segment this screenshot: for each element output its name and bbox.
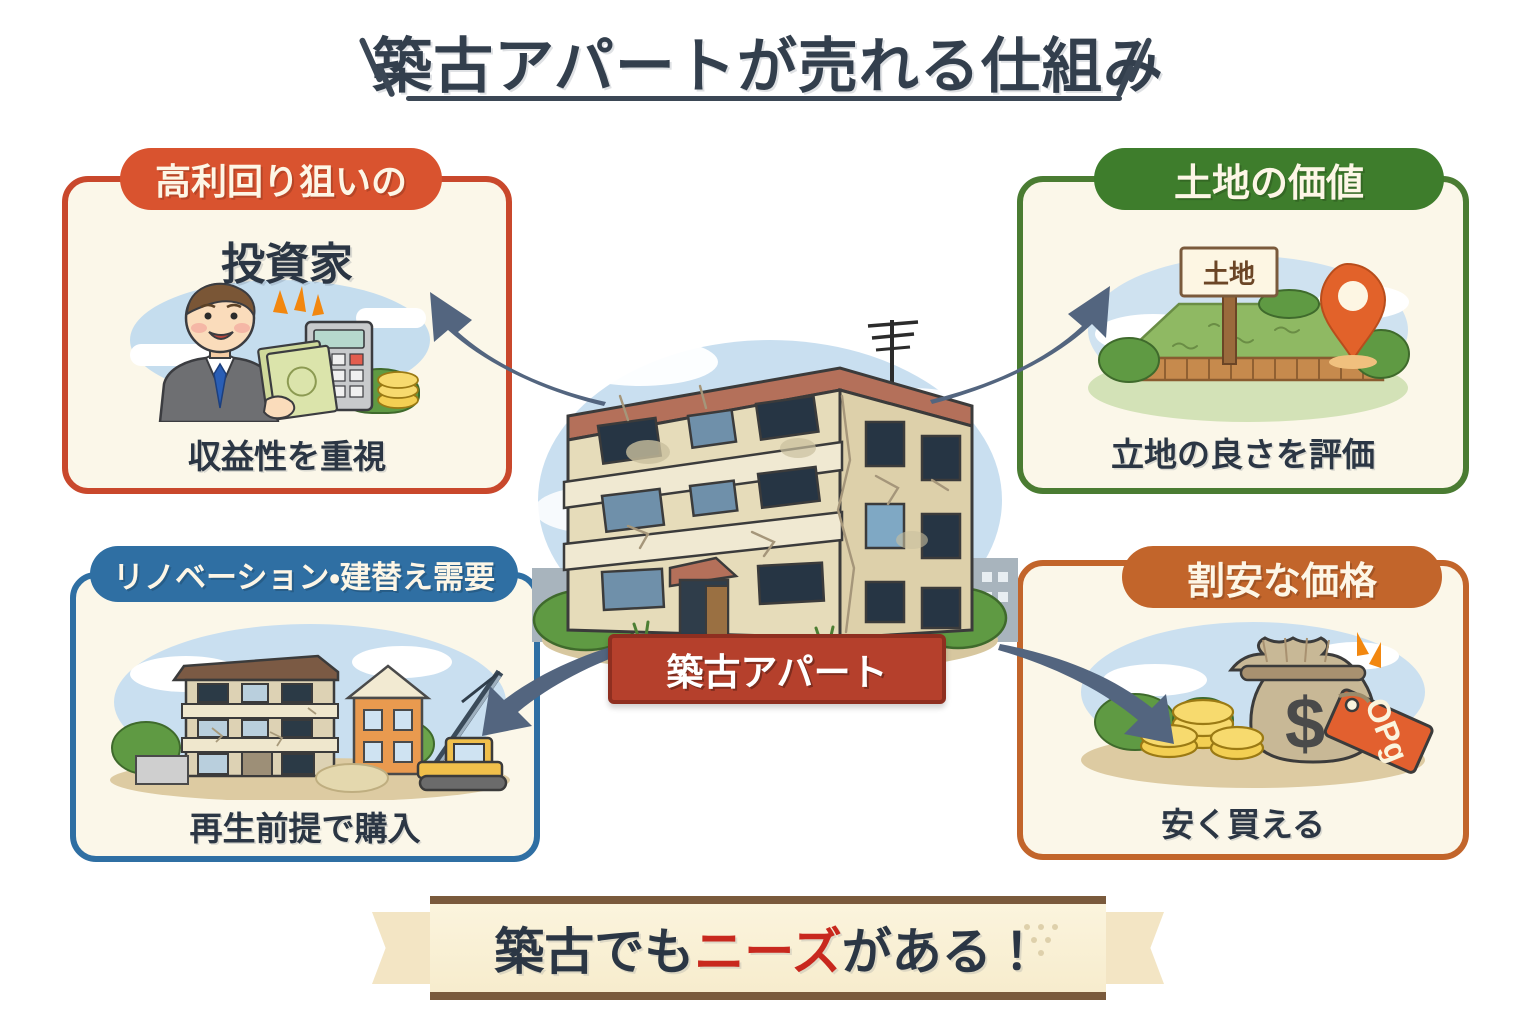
investor-illustration [110, 272, 450, 422]
card-renovation-rebuild[interactable]: 再生前提で購入 [70, 572, 540, 862]
title-underline [406, 96, 1122, 101]
card-investor-caption: 収益性を重視 [188, 438, 386, 475]
land-sign-text: 土地 [1202, 258, 1255, 289]
center-apartment-illustration [520, 300, 1020, 700]
banner-text-before: 築古でも [494, 924, 695, 980]
card-low-price-caption: 安く買える [1160, 806, 1325, 843]
page-title-text: 築古アパートが売れる仕組み [372, 33, 1164, 100]
low-price-illustration: $ OPg [1063, 610, 1443, 794]
page-title: 築古アパートが売れる仕組み [0, 14, 1536, 120]
card-land-value-badge: 土地の価値 [1094, 148, 1444, 210]
money-bag-symbol: $ [1284, 684, 1326, 764]
card-investor-badge: 高利回り狙いの [120, 148, 442, 210]
ribbon-tail-left [372, 912, 434, 984]
arrow-to-investor [430, 292, 606, 406]
center-apartment-label: 築古アパート [608, 634, 946, 704]
arrow-to-land-value [930, 286, 1110, 404]
card-low-price[interactable]: $ OPg 安く買える [1017, 560, 1469, 860]
arrow-to-low-price [998, 644, 1174, 744]
renovation-illustration [102, 616, 518, 800]
ribbon-tail-right [1102, 912, 1164, 984]
card-renovation-badge: リノベーション・建替え需要 [90, 546, 518, 602]
card-renovation-caption: 再生前提で購入 [189, 810, 421, 847]
banner-text-accent: ニーズ [694, 924, 842, 980]
bottom-banner: 築古でもニーズがある！ [430, 896, 1106, 1000]
land-value-illustration: 土地 [1063, 238, 1433, 424]
card-investor-heading: 投資家 [221, 240, 353, 289]
card-land-value[interactable]: 土地 立地の良さを評価 [1017, 176, 1469, 494]
card-land-value-caption: 立地の良さを評価 [1111, 436, 1375, 473]
ribbon-dot-decoration [1024, 924, 1072, 960]
banner-text-after: がある！ [841, 924, 1042, 980]
bottom-banner-text: 築古でもニーズがある！ [494, 912, 1042, 984]
card-low-price-badge: 割安な価格 [1122, 546, 1442, 608]
